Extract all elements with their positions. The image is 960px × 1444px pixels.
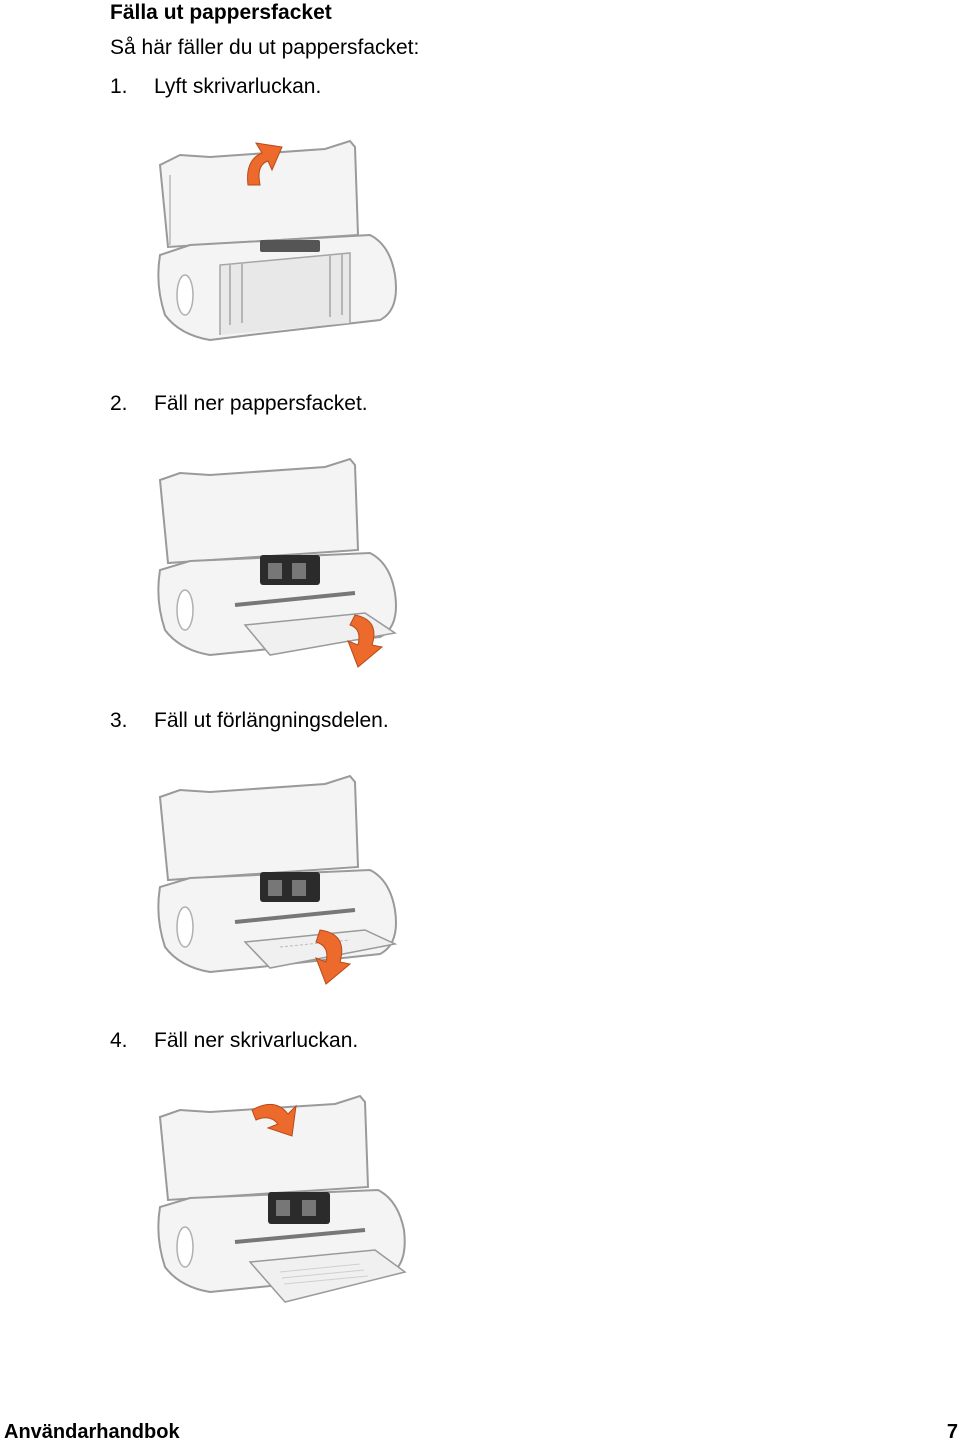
step-number: 1. xyxy=(110,75,128,98)
step-text: Lyft skrivarluckan. xyxy=(154,75,322,98)
printer-lid-close-illustration xyxy=(157,1094,407,1303)
step-3: 3. Fäll ut förlängningsdelen. xyxy=(110,708,389,734)
footer-manual-title: Användarhandbok xyxy=(4,1421,180,1443)
step-number: 4. xyxy=(110,1029,128,1052)
printer-lid-lift-illustration xyxy=(157,139,397,342)
step-text: Fäll ner pappersfacket. xyxy=(154,392,368,415)
paper-tray-lower-illustration xyxy=(157,457,397,668)
step-1: 1. Lyft skrivarluckan. xyxy=(110,74,321,100)
section-heading: Fälla ut pappersfacket xyxy=(110,1,332,24)
section-intro: Så här fäller du ut pappersfacket: xyxy=(110,36,420,59)
step-text: Fäll ner skrivarluckan. xyxy=(154,1029,359,1052)
step-number: 3. xyxy=(110,709,128,732)
tray-extension-unfold-illustration xyxy=(157,774,398,985)
step-4: 4. Fäll ner skrivarluckan. xyxy=(110,1028,358,1054)
step-number: 2. xyxy=(110,392,128,415)
footer-page-number: 7 xyxy=(946,1421,958,1443)
step-2: 2. Fäll ner pappersfacket. xyxy=(110,391,368,417)
step-text: Fäll ut förlängningsdelen. xyxy=(154,709,389,732)
